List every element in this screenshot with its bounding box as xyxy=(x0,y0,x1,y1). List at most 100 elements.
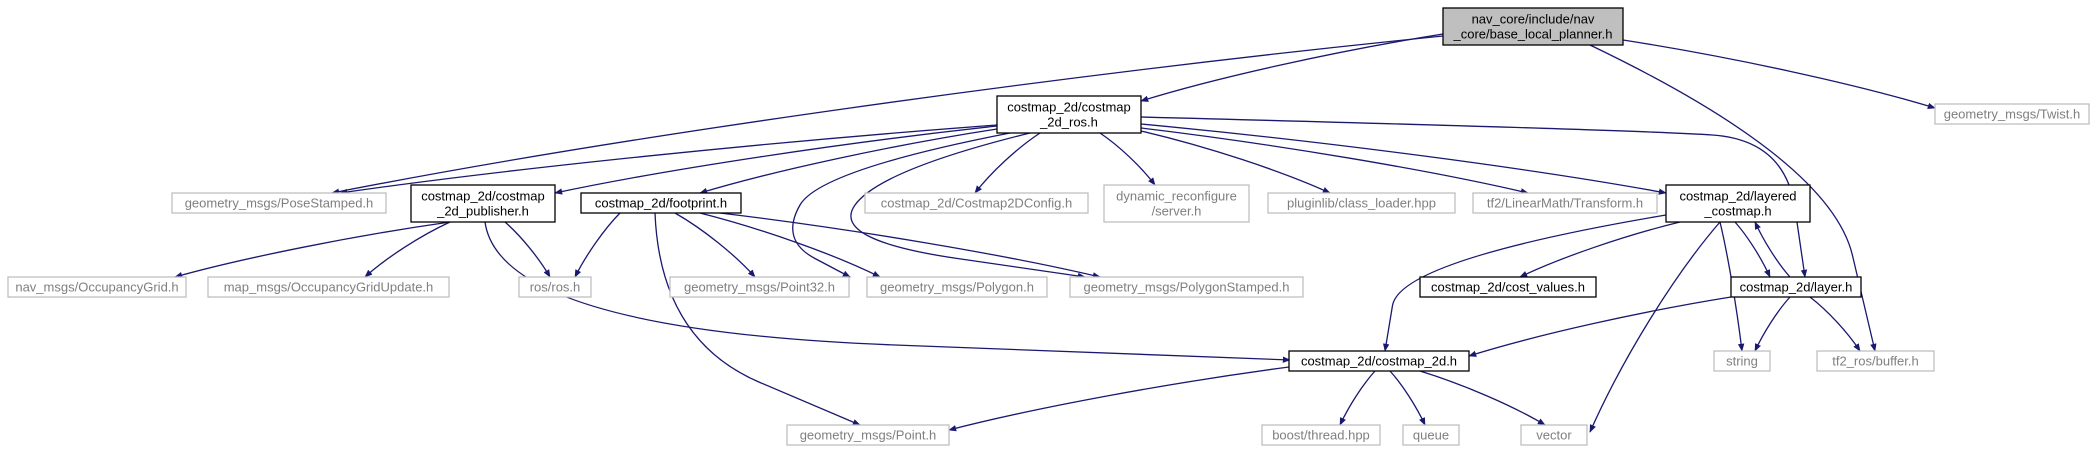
edge-costmap_2d-to-thread xyxy=(1339,370,1376,426)
node-label: pluginlib/class_loader.hpp xyxy=(1287,196,1436,211)
node-box xyxy=(864,192,1089,214)
node-box xyxy=(1472,192,1658,214)
node-string[interactable]: string xyxy=(1713,350,1771,372)
node-label: geometry_msgs/PoseStamped.h xyxy=(185,196,374,211)
node-transform[interactable]: tf2/LinearMath/Transform.h xyxy=(1472,192,1658,214)
node-costmap-2d[interactable]: costmap_2d/costmap_2d.h xyxy=(1288,350,1470,372)
edge-footprint-to-polygon_stamped xyxy=(719,212,1101,279)
node-label: _2d_publisher.h xyxy=(436,204,529,219)
node-box xyxy=(1267,192,1456,214)
node-polygon-stamped[interactable]: geometry_msgs/PolygonStamped.h xyxy=(1069,276,1304,298)
node-label: map_msgs/OccupancyGridUpdate.h xyxy=(224,280,434,295)
node-thread[interactable]: boost/thread.hpp xyxy=(1261,424,1381,446)
node-point[interactable]: geometry_msgs/Point.h xyxy=(786,424,950,446)
node-occupancy-grid-update[interactable]: map_msgs/OccupancyGridUpdate.h xyxy=(207,276,450,298)
node-label: costmap_2d/cost_values.h xyxy=(1431,280,1585,295)
edge-costmap_2d_ros-to-costmap2dconfig xyxy=(974,132,1041,194)
node-footprint[interactable]: costmap_2d/footprint.h xyxy=(580,192,742,214)
node-box xyxy=(1934,103,2090,125)
node-box xyxy=(786,424,950,446)
node-ros[interactable]: ros/ros.h xyxy=(518,276,592,298)
node-label: geometry_msgs/Twist.h xyxy=(1944,107,2081,122)
node-label: _2d_ros.h xyxy=(1039,115,1098,130)
edge-costmap_2d-to-point xyxy=(948,366,1290,432)
node-label: geometry_msgs/Polygon.h xyxy=(880,280,1034,295)
edge-costmap_2d_ros-to-transform xyxy=(1140,127,1529,195)
edge-costmap_2d_ros-to-footprint xyxy=(699,128,998,194)
edge-layered_costmap-to-vector xyxy=(1589,221,1721,433)
edge-layer-to-costmap_2d xyxy=(1468,296,1732,357)
node-box xyxy=(1442,7,1624,46)
node-box xyxy=(171,192,387,214)
edge-layered_costmap-to-costmap_2d xyxy=(1383,214,1667,352)
node-box xyxy=(1069,276,1304,298)
node-box xyxy=(1665,184,1811,223)
edge-footprint-to-point32 xyxy=(674,212,756,278)
node-pose-stamped[interactable]: geometry_msgs/PoseStamped.h xyxy=(171,192,387,214)
node-box xyxy=(669,276,850,298)
edge-footprint-to-polygon xyxy=(699,212,881,278)
edge-layer-to-buffer xyxy=(1809,296,1861,352)
node-label: geometry_msgs/PolygonStamped.h xyxy=(1084,280,1290,295)
node-box xyxy=(1730,276,1862,298)
node-label: string xyxy=(1726,354,1758,369)
node-box xyxy=(1419,276,1597,298)
node-label: ros/ros.h xyxy=(530,280,581,295)
edge-layered_costmap-to-layer xyxy=(1734,221,1771,278)
node-box xyxy=(1713,350,1771,372)
node-label: /server.h xyxy=(1152,204,1202,219)
node-polygon[interactable]: geometry_msgs/Polygon.h xyxy=(866,276,1048,298)
node-class-loader[interactable]: pluginlib/class_loader.hpp xyxy=(1267,192,1456,214)
node-label: queue xyxy=(1413,428,1449,443)
node-box xyxy=(1816,350,1935,372)
node-label: costmap_2d/layer.h xyxy=(1740,280,1853,295)
node-label: _core/base_local_planner.h xyxy=(1452,27,1612,42)
edge-costmap_2d_ros-to-class_loader xyxy=(1140,130,1331,194)
edge-costmap_2d_ros-to-layered_costmap xyxy=(1140,123,1667,195)
node-box xyxy=(410,184,556,223)
node-point32[interactable]: geometry_msgs/Point32.h xyxy=(669,276,850,298)
node-label: nav_msgs/OccupancyGrid.h xyxy=(15,280,178,295)
node-label: vector xyxy=(1536,428,1572,443)
edge-costmap_2d_publisher-to-ros xyxy=(504,221,551,278)
node-label: geometry_msgs/Point32.h xyxy=(684,280,835,295)
node-label: costmap_2d/costmap xyxy=(1007,100,1131,115)
node-layered-costmap[interactable]: costmap_2d/layered_costmap.h xyxy=(1665,184,1811,223)
node-twist[interactable]: geometry_msgs/Twist.h xyxy=(1934,103,2090,125)
node-label: costmap_2d/costmap_2d.h xyxy=(1301,354,1457,369)
node-dynamic-reconfigure[interactable]: dynamic_reconfigure/server.h xyxy=(1103,184,1250,223)
edge-costmap_2d_ros-to-polygon_stamped xyxy=(850,132,1086,280)
edge-footprint-to-ros xyxy=(574,212,621,278)
node-box xyxy=(580,192,742,214)
node-base-local-planner[interactable]: nav_core/include/nav_core/base_local_pla… xyxy=(1442,7,1624,46)
node-box xyxy=(1520,424,1588,446)
node-label: _costmap.h xyxy=(1703,204,1771,219)
node-label: costmap_2d/layered xyxy=(1679,189,1796,204)
node-box xyxy=(7,276,187,298)
node-layer[interactable]: costmap_2d/layer.h xyxy=(1730,276,1862,298)
edge-costmap_2d_ros-to-polygon xyxy=(792,132,1011,278)
edge-costmap_2d_ros-to-pose_stamped xyxy=(339,124,998,196)
node-costmap2dconfig[interactable]: costmap_2d/Costmap2DConfig.h xyxy=(864,192,1089,214)
edge-layer-to-string xyxy=(1754,296,1791,352)
node-box xyxy=(1261,424,1381,446)
edge-footprint-to-point xyxy=(654,212,861,426)
node-label: costmap_2d/footprint.h xyxy=(595,196,727,211)
node-costmap-2d-publisher[interactable]: costmap_2d/costmap_2d_publisher.h xyxy=(410,184,556,223)
edge-costmap_2d_publisher-to-occupancy_grid xyxy=(174,221,451,279)
node-queue[interactable]: queue xyxy=(1402,424,1460,446)
node-vector[interactable]: vector xyxy=(1520,424,1588,446)
node-box xyxy=(866,276,1048,298)
node-box xyxy=(1288,350,1470,372)
edge-layered_costmap-to-cost_values xyxy=(1519,221,1681,278)
node-label: tf2_ros/buffer.h xyxy=(1832,354,1919,369)
node-cost-values[interactable]: costmap_2d/cost_values.h xyxy=(1419,276,1597,298)
edge-layer-to-layered_costmap xyxy=(1754,221,1791,278)
node-occupancy-grid[interactable]: nav_msgs/OccupancyGrid.h xyxy=(7,276,187,298)
node-costmap-2d-ros[interactable]: costmap_2d/costmap_2d_ros.h xyxy=(996,95,1142,134)
node-buffer[interactable]: tf2_ros/buffer.h xyxy=(1816,350,1935,372)
edge-costmap_2d_publisher-to-occupancy_grid_update xyxy=(364,221,451,278)
node-box xyxy=(518,276,592,298)
dependency-nodes: nav_core/include/nav_core/base_local_pla… xyxy=(7,7,2090,446)
node-box xyxy=(1103,184,1250,223)
